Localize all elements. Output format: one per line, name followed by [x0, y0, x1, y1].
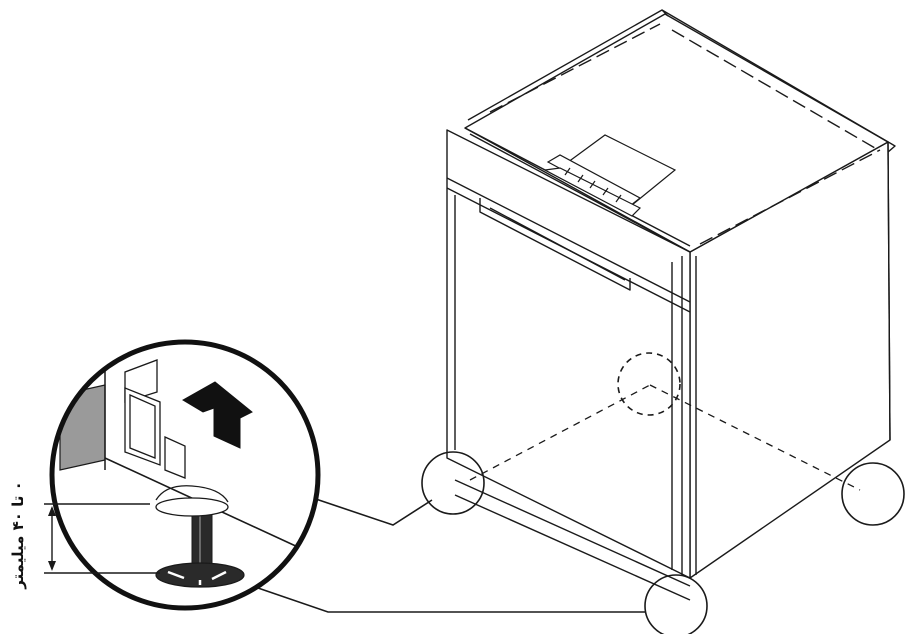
leader-lines	[257, 492, 646, 613]
up-arrow-icon	[182, 381, 253, 449]
dimension-label: ۰ تا ۴۰ میلیمتر	[9, 481, 27, 589]
control-panel	[543, 134, 677, 217]
leveling-foot-detail	[49, 339, 321, 611]
dimension-marker	[44, 503, 160, 574]
floor-outline	[469, 384, 861, 491]
dishwasher-body	[446, 9, 896, 601]
